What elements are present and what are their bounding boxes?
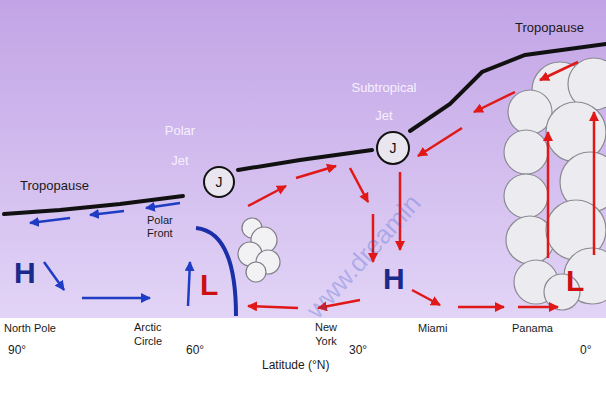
label-anchor: Panama [512, 322, 553, 334]
circulation-arrow [248, 186, 286, 206]
place-label: Arctic Circle [134, 320, 182, 348]
pressure-symbol: H [14, 256, 36, 290]
cloud-puff [508, 90, 552, 134]
label-anchor: Tropopause [515, 20, 584, 35]
circulation-arrow [296, 166, 336, 178]
jet-letter: J [216, 175, 223, 189]
layer-label: Tropopause [20, 178, 89, 193]
place-label: North Pole [4, 322, 56, 334]
tropopause-segment [4, 196, 183, 214]
label-anchor: Tropopause [20, 178, 89, 193]
mid-latitude-and-tropical-arrows [248, 62, 594, 308]
circulation-arrow [540, 62, 578, 80]
layer-label: Tropopause [515, 20, 584, 35]
polar-front-line [196, 228, 236, 316]
front-label: Polar Front [147, 214, 187, 240]
cloud-puff [246, 262, 266, 282]
label-anchor: 90° [8, 343, 26, 357]
label-anchor: Polar Jet [158, 116, 202, 176]
label-anchor: L [566, 264, 584, 298]
circulation-arrow [418, 128, 462, 156]
label-anchor: Polar Front [147, 214, 187, 240]
label-anchor: 0° [580, 343, 591, 357]
label-anchor: 60° [186, 343, 204, 357]
latitude-value: 60° [186, 343, 204, 357]
jet-label: Subtropical Jet [342, 74, 426, 130]
label-anchor: L [200, 268, 218, 302]
cumulus-cloud [238, 218, 280, 282]
atmosphere-ground [0, 0, 606, 318]
latitude-value: 30° [349, 343, 367, 357]
circulation-arrow [547, 132, 550, 258]
circulation-arrow [44, 262, 64, 290]
label-anchor: H [14, 256, 36, 290]
label-anchor: H [383, 262, 405, 296]
circulation-arrow [474, 92, 515, 112]
pressure-symbol: H [383, 262, 405, 296]
circulation-arrow [30, 218, 70, 223]
circulation-arrow [90, 211, 124, 215]
latitude-value: 90° [8, 343, 26, 357]
circulation-arrow [458, 306, 504, 309]
circulation-arrow [82, 297, 150, 300]
jet-circle: J [376, 131, 410, 165]
label-anchor: Subtropical Jet [342, 74, 426, 130]
cumulonimbus-cloud [504, 58, 606, 310]
cloud-puff [504, 174, 548, 218]
circulation-arrow [188, 262, 190, 306]
place-label: Panama [512, 322, 553, 334]
axis-label: Latitude (°N) [262, 358, 330, 372]
label-anchor: 30° [349, 343, 367, 357]
label-anchor: North Pole [4, 322, 56, 334]
jet-label: Polar Jet [158, 116, 202, 176]
polar-cell-arrows [30, 203, 190, 306]
jet-circle: J [203, 166, 235, 198]
label-anchor: Arctic Circle [134, 320, 182, 348]
pressure-symbol: L [200, 268, 218, 302]
pressure-symbol: L [566, 264, 584, 298]
cloud-puff [564, 248, 606, 304]
label-anchor: New York [306, 320, 346, 348]
label-anchor: Latitude (°N) [262, 358, 330, 372]
circulation-arrow [518, 306, 558, 309]
label-anchor: Miami [418, 322, 447, 334]
circulation-arrow [248, 306, 298, 308]
tropopause-segment [238, 150, 372, 170]
circulation-arrow [146, 203, 180, 208]
circulation-arrow [593, 112, 596, 255]
cloud-puff [504, 130, 548, 174]
place-label: New York [306, 320, 346, 348]
latitude-value: 0° [580, 343, 591, 357]
circulation-arrow [412, 290, 440, 305]
place-label: Miami [418, 322, 447, 334]
circulation-arrow [350, 168, 368, 202]
jet-letter: J [390, 141, 397, 155]
